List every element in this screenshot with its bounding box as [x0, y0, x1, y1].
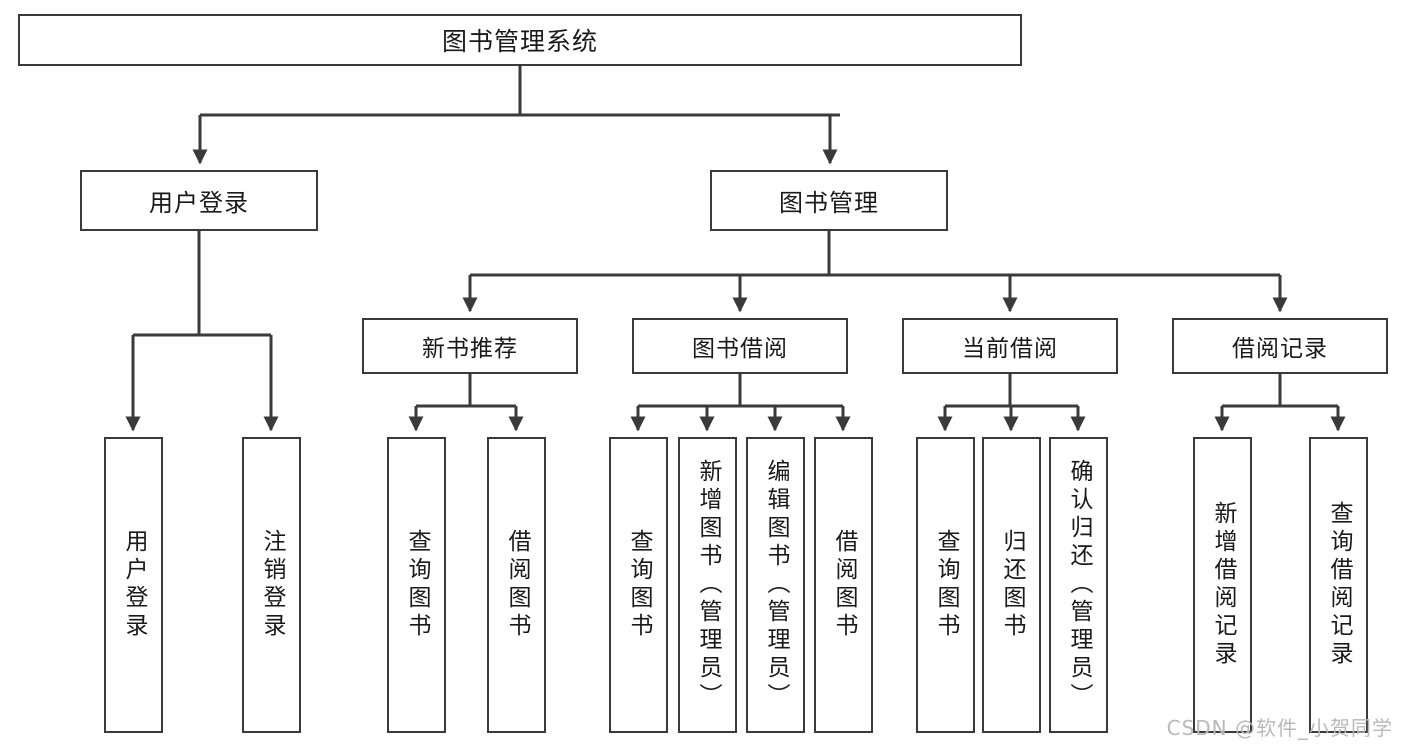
node-borrow-record-label: 借阅记录 [1232, 336, 1328, 362]
leaf-book-borrow-query-label: 查询图书 [626, 529, 652, 641]
node-book-management-label: 图书管理 [779, 189, 879, 217]
leaf-borrow-record-add[interactable]: 新增借阅记录 [1193, 437, 1252, 733]
leaf-borrow-record-query-label: 查询借阅记录 [1326, 501, 1352, 669]
leaf-user-login-logout-label: 注销登录 [259, 529, 285, 641]
node-borrow-record[interactable]: 借阅记录 [1172, 318, 1388, 374]
leaf-book-borrow-borrow-label: 借阅图书 [831, 529, 857, 641]
node-book-management[interactable]: 图书管理 [710, 170, 948, 231]
node-new-book-recommend[interactable]: 新书推荐 [362, 318, 578, 374]
node-current-borrow[interactable]: 当前借阅 [902, 318, 1118, 374]
leaf-book-borrow-edit-label: 编辑图书（管理员） [763, 459, 789, 711]
node-new-book-recommend-label: 新书推荐 [422, 336, 518, 362]
node-user-login-label: 用户登录 [149, 189, 249, 217]
leaf-current-borrow-return[interactable]: 归还图书 [982, 437, 1041, 733]
leaf-book-borrow-edit[interactable]: 编辑图书（管理员） [746, 437, 805, 733]
node-book-borrow-label: 图书借阅 [692, 336, 788, 362]
leaf-current-borrow-confirm-label: 确认归还（管理员） [1066, 459, 1092, 711]
leaf-current-borrow-query[interactable]: 查询图书 [916, 437, 975, 733]
leaf-book-borrow-borrow[interactable]: 借阅图书 [814, 437, 873, 733]
leaf-new-book-borrow-label: 借阅图书 [504, 529, 530, 641]
leaf-borrow-record-query[interactable]: 查询借阅记录 [1309, 437, 1368, 733]
node-book-borrow[interactable]: 图书借阅 [632, 318, 848, 374]
leaf-user-login-login[interactable]: 用户登录 [104, 437, 163, 733]
leaf-borrow-record-add-label: 新增借阅记录 [1210, 501, 1236, 669]
leaf-new-book-query-label: 查询图书 [404, 529, 430, 641]
leaf-book-borrow-query[interactable]: 查询图书 [609, 437, 668, 733]
leaf-new-book-query[interactable]: 查询图书 [387, 437, 446, 733]
leaf-current-borrow-return-label: 归还图书 [999, 529, 1025, 641]
leaf-current-borrow-confirm[interactable]: 确认归还（管理员） [1049, 437, 1108, 733]
node-user-login[interactable]: 用户登录 [80, 170, 318, 231]
leaf-user-login-logout[interactable]: 注销登录 [242, 437, 301, 733]
node-root[interactable]: 图书管理系统 [18, 14, 1022, 66]
node-current-borrow-label: 当前借阅 [962, 336, 1058, 362]
leaf-book-borrow-add[interactable]: 新增图书（管理员） [678, 437, 737, 733]
leaf-book-borrow-add-label: 新增图书（管理员） [695, 459, 721, 711]
leaf-new-book-borrow[interactable]: 借阅图书 [487, 437, 546, 733]
leaf-user-login-login-label: 用户登录 [121, 529, 147, 641]
leaf-current-borrow-query-label: 查询图书 [933, 529, 959, 641]
node-root-label: 图书管理系统 [441, 27, 598, 56]
